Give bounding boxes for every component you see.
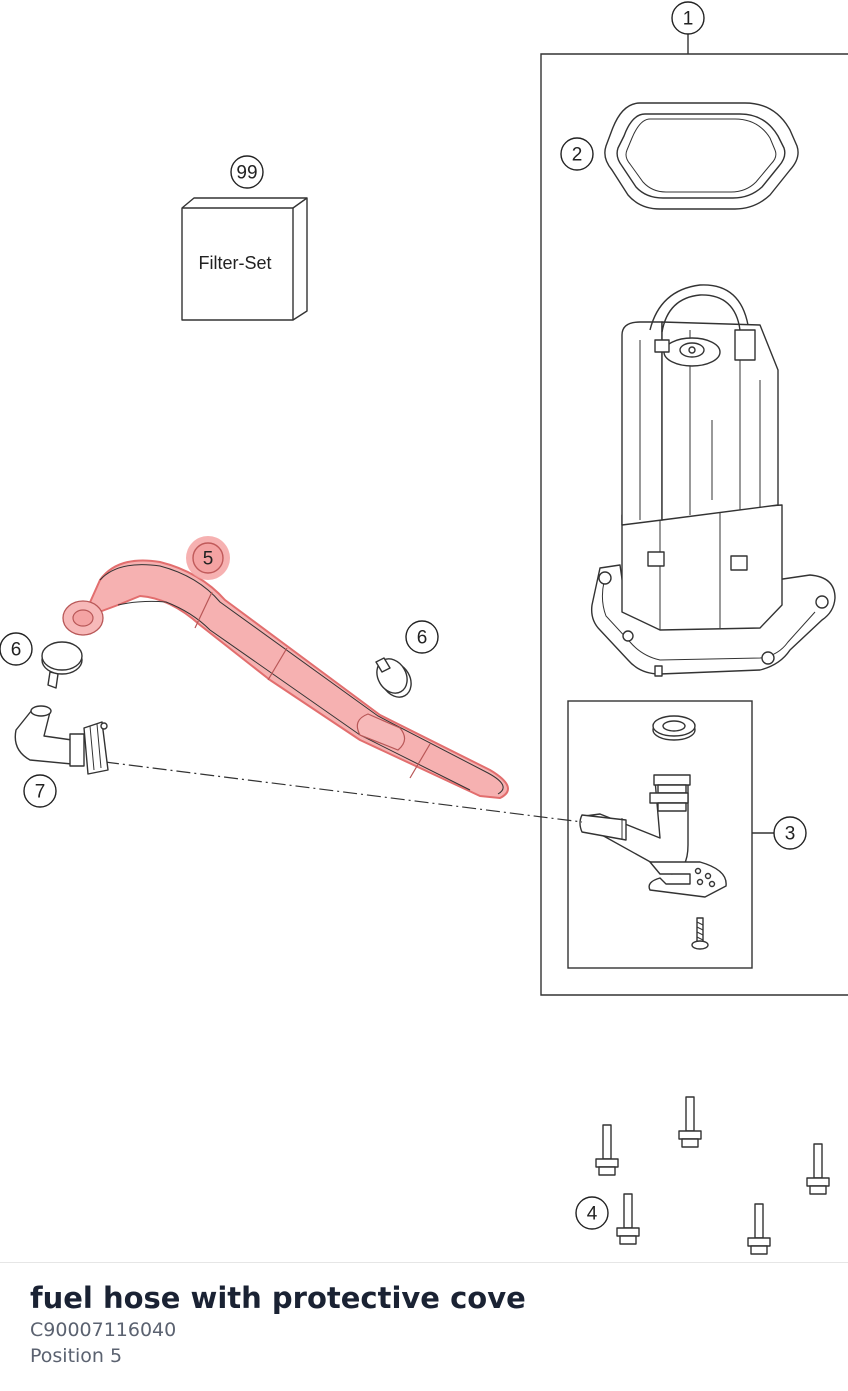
bolt: [595, 1124, 619, 1176]
svg-text:5: 5: [203, 549, 214, 570]
flange-bolts[interactable]: [595, 1096, 830, 1255]
callout-4[interactable]: 4: [575, 1196, 609, 1230]
svg-text:7: 7: [35, 782, 46, 803]
callout-2[interactable]: 2: [560, 137, 594, 171]
callout-99[interactable]: 99: [230, 155, 264, 189]
part-title: fuel hose with protective cove: [30, 1281, 526, 1315]
hose-clamp-right[interactable]: [371, 653, 417, 702]
assembly-line: [104, 761, 583, 823]
part-info-footer: fuel hose with protective cove C90007116…: [0, 1262, 848, 1391]
quick-connector[interactable]: [14, 705, 109, 775]
fitting-kit-frame: [567, 700, 774, 969]
callout-5-highlighted[interactable]: 5: [186, 536, 230, 580]
callout-3[interactable]: 3: [773, 816, 807, 850]
callout-6-right[interactable]: 6: [405, 620, 439, 654]
callout-6-left[interactable]: 6: [0, 632, 33, 666]
svg-text:6: 6: [417, 628, 428, 649]
bolt: [678, 1096, 702, 1148]
bolt: [806, 1143, 830, 1195]
svg-text:3: 3: [785, 824, 796, 845]
fuel-pump-unit[interactable]: [590, 284, 836, 677]
parts-diagram: 1 2 Filter-Set 99: [0, 1, 848, 1255]
gasket-ring[interactable]: [604, 102, 799, 210]
filter-set-box[interactable]: Filter-Set: [181, 197, 308, 321]
svg-text:2: 2: [572, 145, 583, 166]
svg-text:1: 1: [683, 9, 694, 30]
svg-text:4: 4: [587, 1204, 598, 1225]
callout-7[interactable]: 7: [23, 774, 57, 808]
bolt: [616, 1193, 640, 1245]
filter-set-label: Filter-Set: [198, 253, 271, 273]
bolt: [747, 1203, 771, 1255]
part-number: C90007116040: [30, 1319, 177, 1341]
svg-text:99: 99: [236, 163, 257, 184]
part-position: Position 5: [30, 1345, 123, 1367]
fuel-hose-highlighted[interactable]: [62, 559, 509, 799]
callout-1[interactable]: 1: [671, 1, 705, 35]
fitting-kit-parts[interactable]: [579, 715, 727, 950]
fuel-pump-assembly-frame: [540, 34, 848, 996]
hose-clamp-left[interactable]: [41, 641, 83, 689]
svg-text:6: 6: [11, 640, 22, 661]
